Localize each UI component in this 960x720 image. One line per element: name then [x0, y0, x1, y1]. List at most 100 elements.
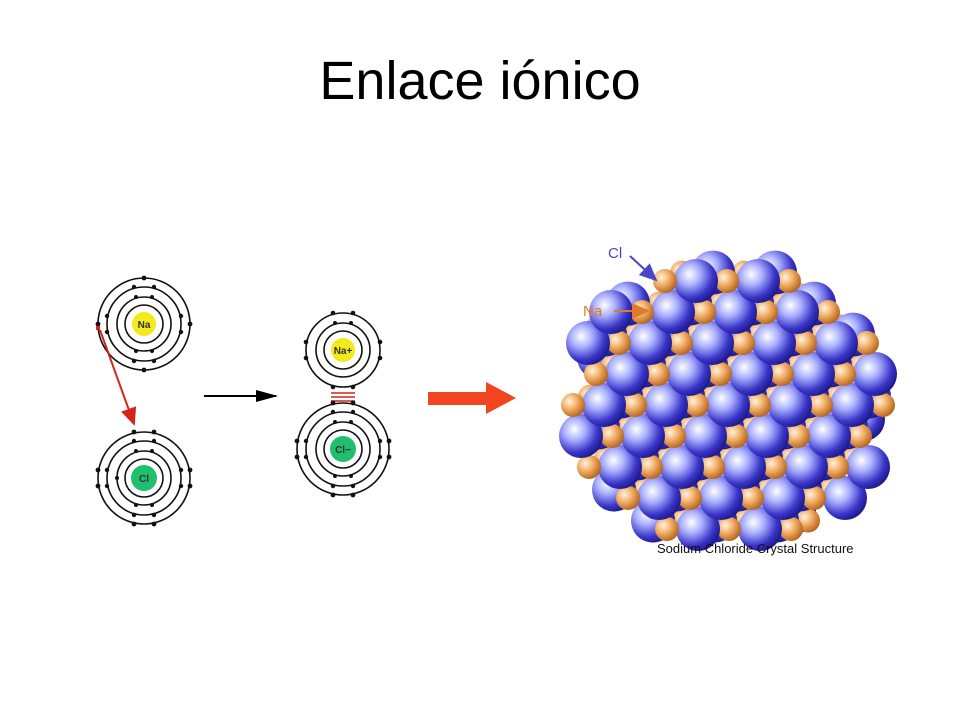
- nacl-crystal: [559, 250, 897, 551]
- na-atom: Na: [95, 275, 193, 373]
- na-ion-sphere: [669, 331, 693, 355]
- cl-ion-sphere: [791, 352, 835, 396]
- cl-atom: Cl: [95, 429, 193, 527]
- na-ion-sphere: [731, 331, 755, 355]
- na-ion-nucleus: [331, 338, 355, 362]
- cl-ion-sphere: [582, 383, 626, 427]
- na-ion-sphere: [701, 455, 725, 479]
- crystal-caption: Sodium Chloride Crystal Structure: [657, 541, 854, 556]
- cl-ion-sphere: [846, 445, 890, 489]
- cl-ion-sphere: [722, 445, 766, 489]
- na-electrons: [95, 275, 193, 373]
- na-ion-sphere: [561, 393, 585, 417]
- na-ion-label: Na+: [334, 346, 353, 357]
- na-ion-sphere: [777, 269, 801, 293]
- na-ion: Na+: [303, 310, 383, 390]
- cl-ion-sphere: [651, 290, 695, 334]
- cl-ion-sphere: [667, 352, 711, 396]
- slide-title: Enlace iónico: [319, 51, 641, 111]
- cl-ion-sphere: [807, 414, 851, 458]
- cl-nucleus: [131, 465, 157, 491]
- ionic-bond-lines: [331, 392, 355, 402]
- process-arrow: [428, 382, 516, 414]
- na-ion-sphere: [754, 300, 778, 324]
- na-ion-sphere: [747, 393, 771, 417]
- cl-ion-sphere: [775, 290, 819, 334]
- na-ion-sphere: [655, 517, 679, 541]
- cl-ion-sphere: [745, 414, 789, 458]
- cl-ion-sphere: [628, 321, 672, 365]
- crystal-na-label: Na: [583, 303, 603, 320]
- cl-ion-sphere: [853, 352, 897, 396]
- na-ion-sphere: [848, 424, 872, 448]
- na-ion-sphere: [623, 393, 647, 417]
- crystal-cl-arrow: [629, 255, 658, 282]
- na-nucleus: [132, 312, 156, 336]
- na-ion-sphere: [724, 424, 748, 448]
- na-ion-sphere: [740, 486, 764, 510]
- na-ion-sphere: [662, 424, 686, 448]
- cl-ion-sphere: [690, 321, 734, 365]
- cl-ion-sphere: [589, 290, 633, 334]
- na-ion-sphere: [816, 300, 840, 324]
- na-ion-sphere: [793, 331, 817, 355]
- electron-transfer-arrow: [99, 329, 137, 426]
- na-ion-sphere: [802, 486, 826, 510]
- na-ion-sphere: [825, 455, 849, 479]
- na-ion-sphere: [717, 517, 741, 541]
- cl-ion-sphere: [683, 414, 727, 458]
- cl-ion-nucleus: [330, 436, 356, 462]
- cl-ion-sphere: [660, 445, 704, 489]
- na-ion-sphere: [809, 393, 833, 417]
- na-ion-sphere: [832, 362, 856, 386]
- na-ion-sphere: [616, 486, 640, 510]
- na-ion-sphere: [639, 455, 663, 479]
- cl-ion-sphere: [713, 290, 757, 334]
- na-ion-sphere: [763, 455, 787, 479]
- cl-ion-sphere: [738, 507, 782, 551]
- na-ion-sphere: [607, 331, 631, 355]
- na-ion-sphere: [770, 362, 794, 386]
- na-valence-electron: [96, 326, 100, 330]
- na-ion-sphere: [871, 393, 895, 417]
- cl-ion-electrons: [294, 400, 392, 498]
- na-ion-sphere: [708, 362, 732, 386]
- na-ion-sphere: [779, 517, 803, 541]
- cl-atom-label: Cl: [139, 474, 149, 485]
- cl-ion-sphere: [752, 321, 796, 365]
- cl-ion-sphere: [823, 476, 867, 520]
- na-atom-label: Na: [138, 320, 151, 331]
- cl-ion-sphere: [559, 414, 603, 458]
- crystal-cl-label: Cl: [608, 245, 622, 262]
- cl-electrons: [95, 429, 193, 527]
- na-ion-electrons: [303, 310, 383, 390]
- cl-ion-shells: [296, 402, 390, 496]
- cl-ion: Cl−: [294, 400, 392, 498]
- na-ion-shells: [305, 312, 381, 388]
- cl-ion-label: Cl−: [335, 445, 351, 456]
- cl-ion-sphere: [699, 476, 743, 520]
- na-ion-sphere: [855, 331, 879, 355]
- na-ion-sphere: [646, 362, 670, 386]
- cl-ion-sphere: [768, 383, 812, 427]
- cl-ion-sphere: [736, 259, 780, 303]
- cl-ion-sphere: [605, 352, 649, 396]
- cl-ion-sphere: [706, 383, 750, 427]
- cl-ion-sphere: [598, 445, 642, 489]
- cl-ion-sphere: [676, 507, 720, 551]
- cl-ion-sphere: [784, 445, 828, 489]
- cl-ion-sphere: [674, 259, 718, 303]
- cl-ion-sphere: [637, 476, 681, 520]
- na-ion-sphere: [600, 424, 624, 448]
- na-ion-sphere: [577, 455, 601, 479]
- na-ion-sphere: [584, 362, 608, 386]
- na-ion-sphere: [715, 269, 739, 293]
- na-ion-sphere: [685, 393, 709, 417]
- na-ion-sphere: [678, 486, 702, 510]
- cl-ion-sphere: [830, 383, 874, 427]
- cl-ion-sphere: [621, 414, 665, 458]
- na-ion-sphere: [653, 269, 677, 293]
- cl-ion-sphere: [729, 352, 773, 396]
- na-ion-sphere: [692, 300, 716, 324]
